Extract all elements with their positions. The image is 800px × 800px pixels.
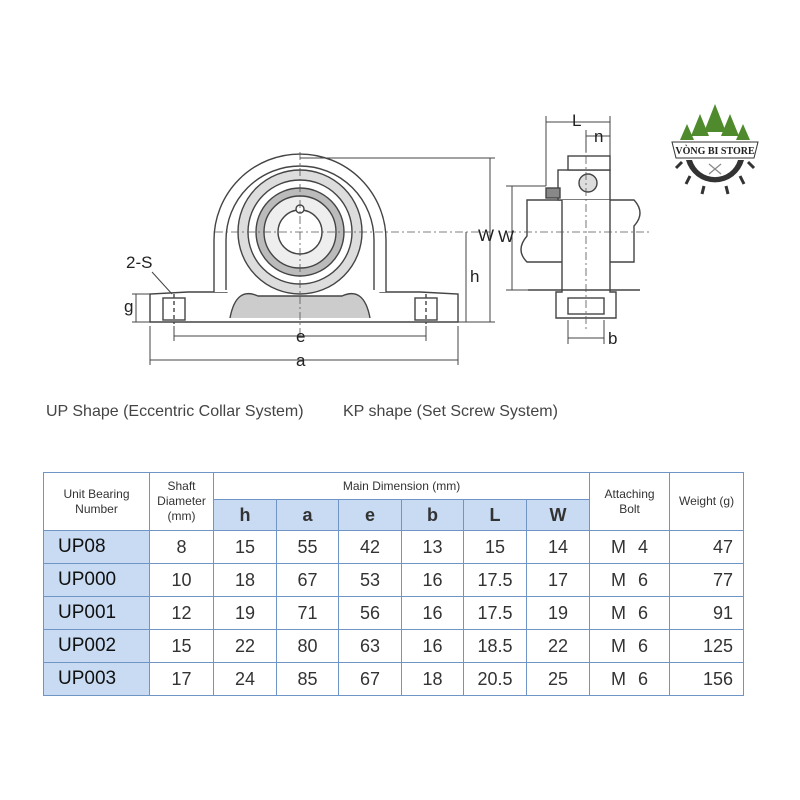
cell-e: 53 [338,563,402,597]
cell-b: 13 [401,530,464,564]
cell-bolt-size: 6 [638,668,649,689]
cell-weight: 125 [669,629,745,663]
cell-h: 18 [213,563,277,597]
cell-weight: 91 [669,596,745,630]
cell-a: 80 [276,629,339,663]
label-n: n [594,127,603,146]
cell-h: 24 [213,662,277,696]
cell-w: 19 [525,596,591,630]
subheader-w: W [525,499,591,531]
cell-a: 71 [276,596,339,630]
label-g: g [124,297,133,316]
cell-shaft: 17 [149,662,214,696]
cell-w: 25 [525,662,591,696]
cell-bolt-size: 6 [638,602,649,623]
cell-bolt-prefix: M [611,536,627,557]
subheader-l: L [463,499,527,531]
cell-weight: 47 [669,530,745,564]
subheader-b: b [401,499,464,531]
cell-shaft: 8 [149,530,214,564]
cell-e: 67 [338,662,402,696]
label-b: b [608,329,617,348]
vong-bi-store-logo: VÒNG BI STORE [671,104,759,195]
label-a: a [296,351,306,370]
cell-a: 67 [276,563,339,597]
cell-bolt-prefix: M [611,569,627,590]
cell-a: 55 [276,530,339,564]
subheader-a: a [276,499,339,531]
subheader-e: e [338,499,402,531]
header-weight: Weight (g) [669,472,745,531]
cell-b: 16 [401,563,464,597]
caption-up-shape: UP Shape (Eccentric Collar System) [46,403,304,420]
pillow-block-drawing: 2-S g h e a W L n W b [124,111,650,370]
cell-h: 15 [213,530,277,564]
cell-bolt-size: 6 [638,569,649,590]
cell-weight: 77 [669,563,745,597]
cell-shaft: 10 [149,563,214,597]
cell-e: 63 [338,629,402,663]
label-w-side: W [498,227,514,246]
cell-bolt-prefix: M [611,602,627,623]
label-two-s: 2-S [126,253,152,272]
cell-l: 17.5 [463,563,527,597]
cell-h: 22 [213,629,277,663]
cell-e: 56 [338,596,402,630]
cell-e: 42 [338,530,402,564]
cell-l: 17.5 [463,596,527,630]
cell-unit: UP000 [43,563,150,597]
label-l: L [572,111,581,130]
label-h: h [470,267,479,286]
cell-bolt-prefix: M [611,668,627,689]
cell-w: 17 [525,563,591,597]
cell-shaft: 12 [149,596,214,630]
cell-unit: UP002 [43,629,150,663]
cell-l: 15 [463,530,527,564]
cell-a: 85 [276,662,339,696]
cell-b: 18 [401,662,464,696]
label-w-front: W [478,226,494,245]
cell-b: 16 [401,629,464,663]
label-e: e [296,327,305,346]
cell-l: 18.5 [463,629,527,663]
subheader-h: h [213,499,277,531]
cell-unit: UP003 [43,662,150,696]
cell-bolt-prefix: M [611,635,627,656]
cell-shaft: 15 [149,629,214,663]
cell-w: 22 [525,629,591,663]
cell-bolt-size: 4 [638,536,649,557]
cell-w: 14 [525,530,591,564]
cell-weight: 156 [669,662,745,696]
cell-l: 20.5 [463,662,527,696]
cell-b: 16 [401,596,464,630]
cell-h: 19 [213,596,277,630]
caption-kp-shape: KP shape (Set Screw System) [343,403,558,420]
subheader-row: h a e b L W [44,499,744,531]
cell-bolt-size: 6 [638,635,649,656]
logo-text: VÒNG BI STORE [675,145,755,157]
cell-unit: UP001 [43,596,150,630]
cell-unit: UP08 [43,530,150,564]
header-main-dimension: Main Dimension (mm) [212,472,591,500]
